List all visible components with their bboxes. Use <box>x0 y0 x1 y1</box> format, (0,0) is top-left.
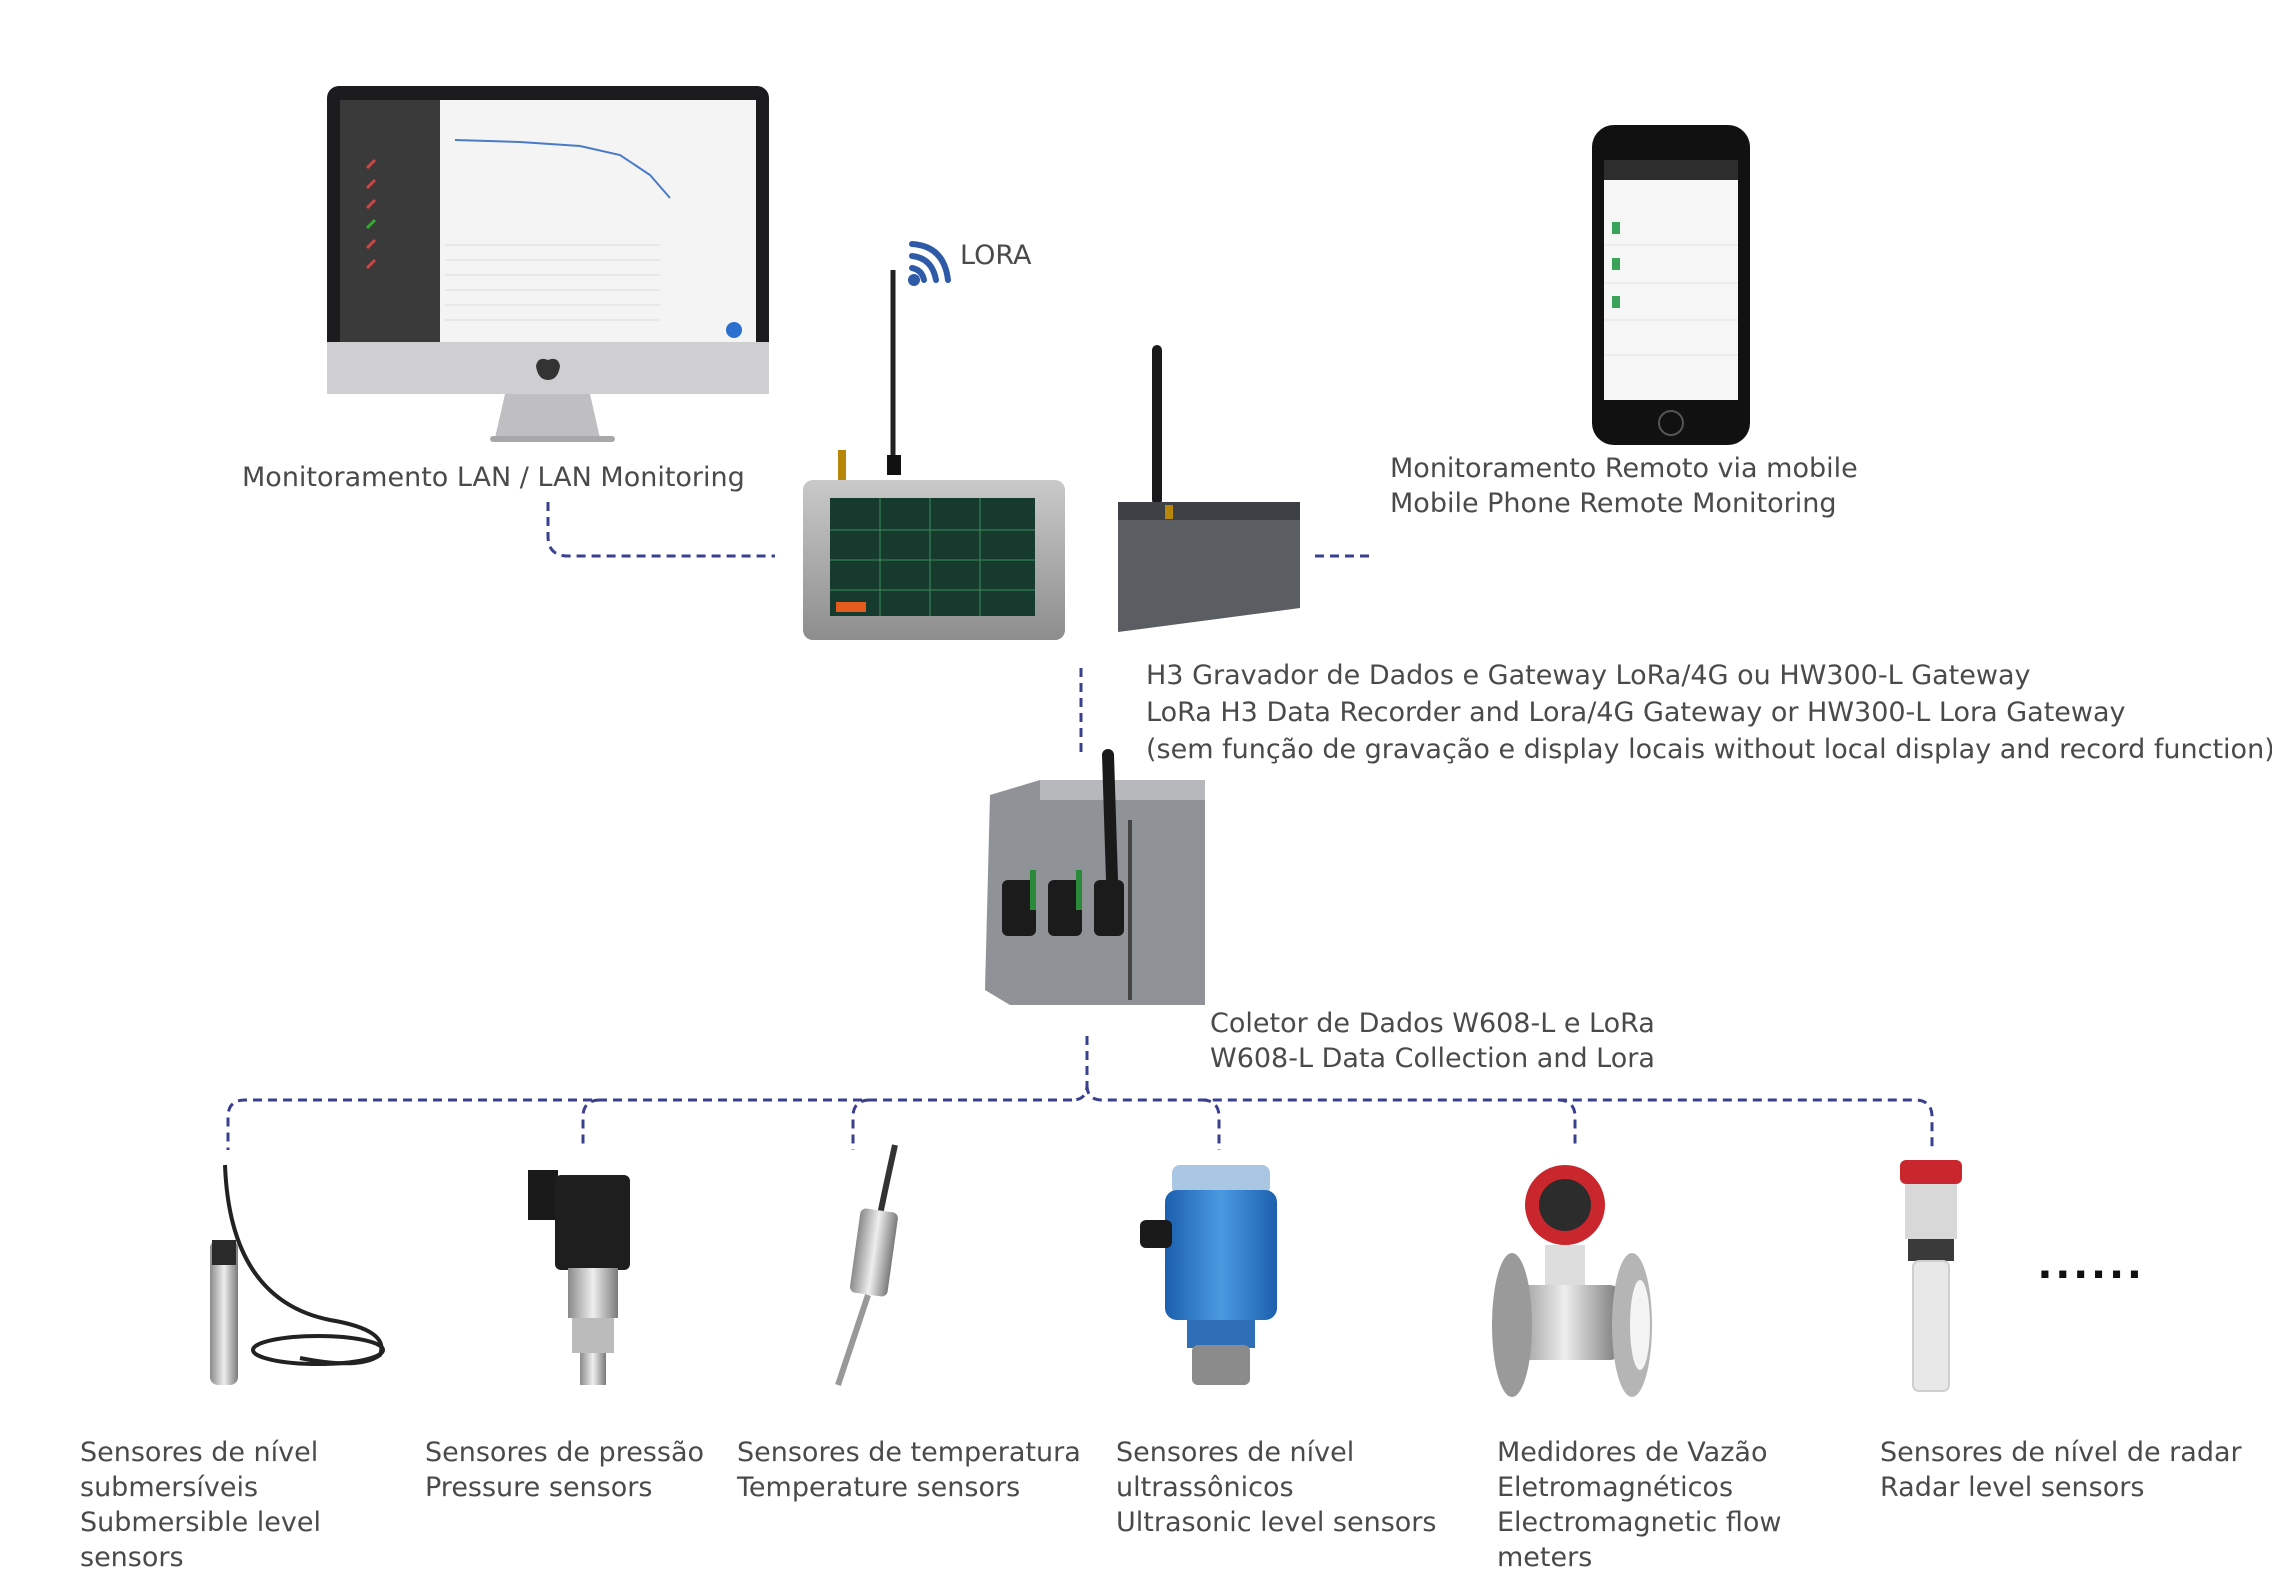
sensor-label-line: Electromagnetic flow <box>1497 1507 1782 1538</box>
electromagnetic-flowmeter-icon <box>1492 1165 1652 1397</box>
connection-lines <box>226 502 1934 1150</box>
lan-monitoring-label: Monitoramento LAN / LAN Monitoring <box>242 460 745 495</box>
lora-label: LORA <box>960 240 1032 271</box>
sensor-label-submersible: Sensores de nível submersíveis Submersib… <box>80 1435 321 1575</box>
sensor-bus <box>226 1084 1934 1150</box>
collector-line2: W608-L Data Collection and Lora <box>1210 1043 1655 1074</box>
sensor-label-line: sensors <box>80 1542 184 1573</box>
sensor-label-line: Sensores de nível <box>80 1437 319 1468</box>
sensor-label-pressure: Sensores de pressão Pressure sensors <box>425 1435 704 1505</box>
submersible-level-sensor-icon <box>210 1164 385 1385</box>
sensor-label-line: Medidores de Vazão <box>1497 1437 1768 1468</box>
mobile-monitoring-line1: Monitoramento Remoto via mobile <box>1390 453 1858 484</box>
sensor-label-flowmeter: Medidores de Vazão Eletromagnéticos Elec… <box>1497 1435 1781 1575</box>
sensor-label-line: Eletromagnéticos <box>1497 1472 1734 1503</box>
sensor-label-line: Sensores de pressão <box>425 1437 705 1468</box>
h3-data-recorder <box>803 270 1065 640</box>
lan-connector <box>546 502 775 558</box>
sensor-label-line: Radar level sensors <box>1880 1472 2145 1503</box>
drop-pressure <box>581 1098 601 1148</box>
pressure-sensor-icon <box>528 1170 630 1385</box>
sensor-label-line: Submersible level <box>80 1507 322 1538</box>
desktop-monitor <box>327 86 769 442</box>
sensor-label-line: Temperature sensors <box>737 1472 1021 1503</box>
mobile-monitoring-label: Monitoramento Remoto via mobile Mobile P… <box>1390 451 1858 521</box>
drop-temperature <box>851 1098 871 1150</box>
sensor-label-line: Pressure sensors <box>425 1472 653 1503</box>
sensor-label-line: Sensores de nível <box>1116 1437 1355 1468</box>
sensor-label-line: submersíveis <box>80 1472 259 1503</box>
collector-to-bus <box>1071 1036 1089 1102</box>
wifi-signal-icon <box>908 241 951 286</box>
gateway-line2: LoRa H3 Data Recorder and Lora/4G Gatewa… <box>1146 697 2126 728</box>
gateway-label: H3 Gravador de Dados e Gateway LoRa/4G o… <box>1146 657 2272 768</box>
hw300-gateway <box>1118 345 1300 632</box>
mobile-monitoring-line2: Mobile Phone Remote Monitoring <box>1390 488 1837 519</box>
gateway-line1: H3 Gravador de Dados e Gateway LoRa/4G o… <box>1146 660 2031 691</box>
w608-collector <box>985 749 1205 1005</box>
gateway-line3: (sem função de gravação e display locais… <box>1146 734 2272 765</box>
mobile-phone <box>1592 125 1750 445</box>
sensor-label-line: Sensores de temperatura <box>737 1437 1081 1468</box>
more-sensors-ellipsis: ...... <box>2038 1233 2146 1289</box>
sensor-label-ultrasonic: Sensores de nível ultrassônicos Ultrason… <box>1116 1435 1436 1540</box>
sensor-label-line: meters <box>1497 1542 1593 1573</box>
temperature-sensor-icon <box>835 1144 898 1386</box>
ultrasonic-level-sensor-icon <box>1140 1165 1277 1385</box>
sensor-label-radar: Sensores de nível de radar Radar level s… <box>1880 1435 2242 1505</box>
sensor-label-line: Ultrasonic level sensors <box>1116 1507 1437 1538</box>
drop-flow <box>1557 1098 1577 1148</box>
collector-label: Coletor de Dados W608-L e LoRa W608-L Da… <box>1210 1006 1655 1076</box>
sensor-label-line: Sensores de nível de radar <box>1880 1437 2242 1468</box>
collector-line1: Coletor de Dados W608-L e LoRa <box>1210 1008 1655 1039</box>
lan-monitoring-line1: Monitoramento LAN / LAN Monitoring <box>242 462 745 493</box>
apple-logo-icon <box>536 358 560 380</box>
drop-ultrasonic <box>1201 1098 1221 1150</box>
sensor-label-line: ultrassônicos <box>1116 1472 1294 1503</box>
radar-level-sensor-icon <box>1900 1160 1962 1392</box>
sensor-label-temperature: Sensores de temperatura Temperature sens… <box>737 1435 1081 1505</box>
